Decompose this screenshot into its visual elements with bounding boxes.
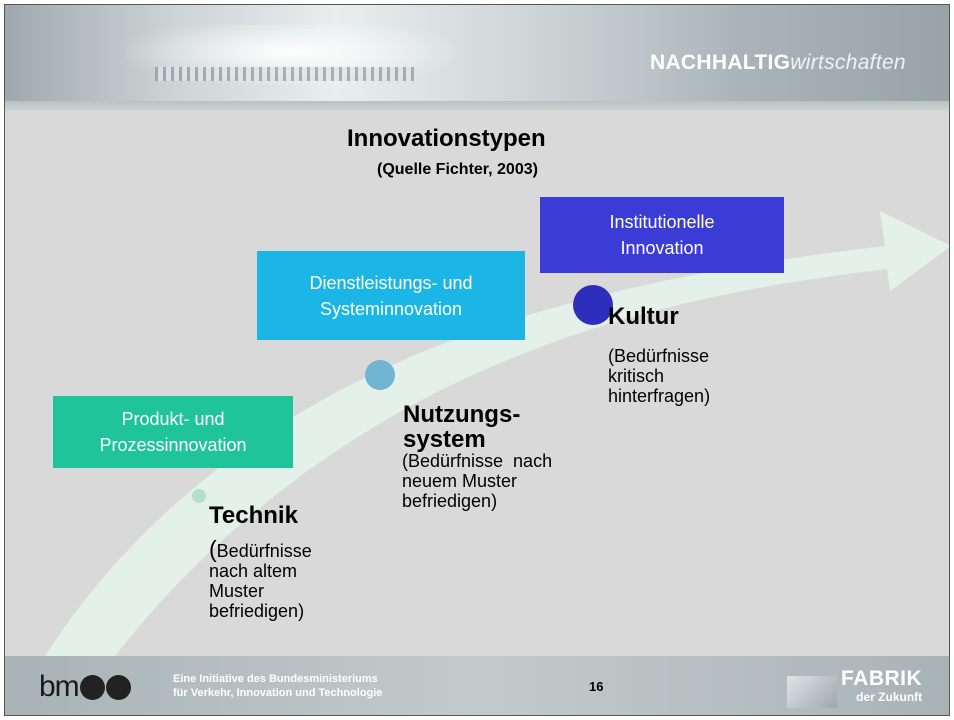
slide-title: Innovationstypen xyxy=(347,125,546,152)
stage-desc-kultur: (Bedürfnisse kritisch hinterfragen) xyxy=(608,346,748,406)
desc-line: hinterfragen) xyxy=(608,386,711,406)
stage-dot-nutzungssystem xyxy=(365,360,395,390)
initiative-line: für Verkehr, Innovation und Technologie xyxy=(173,687,383,699)
box-line: Dienstleistungs- und xyxy=(309,272,473,293)
stage-heading-kultur: Kultur xyxy=(608,303,679,330)
fabrik-subtitle: der Zukunft xyxy=(856,690,923,704)
slide: NACHHALTIGwirtschaften Innovationstypen … xyxy=(4,4,950,716)
desc-line: befriedigen) xyxy=(402,491,498,511)
brand-logo: NACHHALTIGwirtschaften xyxy=(650,51,906,75)
desc-line: nach altem xyxy=(209,561,298,581)
fabrik-title: FABRIK xyxy=(841,667,923,690)
institutional-innovation-box: Institutionelle Innovation xyxy=(540,197,784,273)
bmvit-circle-icon xyxy=(79,674,105,700)
page-number: 16 xyxy=(589,679,604,694)
box-line: Prozessinnovation xyxy=(99,435,247,455)
banner-strip xyxy=(5,101,949,111)
arrow-graphic xyxy=(45,211,949,656)
desc-line: Bedürfnisse xyxy=(216,541,312,561)
stage-heading-technik: Technik xyxy=(209,502,298,529)
desc-line: kritisch xyxy=(608,366,665,386)
desc-line: Muster xyxy=(209,581,265,601)
box-line: Produkt- und xyxy=(121,409,225,429)
box-line: Innovation xyxy=(620,238,704,258)
fabrik-building-icon xyxy=(787,676,837,708)
desc-line: (Bedürfnisse xyxy=(608,346,710,366)
header-banner: NACHHALTIGwirtschaften xyxy=(5,5,949,111)
slide-subtitle: (Quelle Fichter, 2003) xyxy=(377,161,538,178)
product-process-innovation-box: Produkt- und Prozessinnovation xyxy=(53,396,293,468)
desc-line: (Bedürfnisse nach xyxy=(402,451,553,471)
desc-line: neuem Muster xyxy=(402,471,518,491)
heading-line: Nutzungs- xyxy=(403,401,521,428)
stage-dot-kultur xyxy=(573,285,613,325)
heading-line: system xyxy=(403,426,486,453)
service-system-innovation-box: Dienstleistungs- und Systeminnovation xyxy=(257,251,525,340)
fabrik-logo: FABRIK der Zukunft xyxy=(841,667,923,705)
bmvit-logo: bm xyxy=(39,670,131,704)
brand-italic: wirtschaften xyxy=(790,51,906,74)
initiative-line: Eine Initiative des Bundesministeriums xyxy=(173,673,378,685)
initiative-text: Eine Initiative des Bundesministeriums f… xyxy=(173,672,382,700)
desc-paren: ( xyxy=(209,536,217,562)
footer-bar: bm Eine Initiative des Bundesministerium… xyxy=(5,656,949,715)
bmvit-logo-text: bm xyxy=(39,670,80,703)
bmvit-circle-icon xyxy=(105,674,131,700)
stage-desc-nutzungssystem: (Bedürfnisse nach neuem Muster befriedig… xyxy=(402,451,642,511)
stage-heading-nutzungssystem: Nutzungs- system xyxy=(403,402,563,452)
gear-teeth-decoration xyxy=(155,67,415,81)
desc-line: befriedigen) xyxy=(209,601,305,621)
box-line: Institutionelle xyxy=(609,212,715,232)
slide-content: Innovationstypen (Quelle Fichter, 2003) … xyxy=(5,111,949,656)
stage-desc-technik: (Bedürfnisse nach altem Muster befriedig… xyxy=(209,536,349,622)
box-line: Systeminnovation xyxy=(319,298,463,319)
stage-dot-technik xyxy=(192,489,206,503)
brand-bold: NACHHALTIG xyxy=(650,51,791,74)
